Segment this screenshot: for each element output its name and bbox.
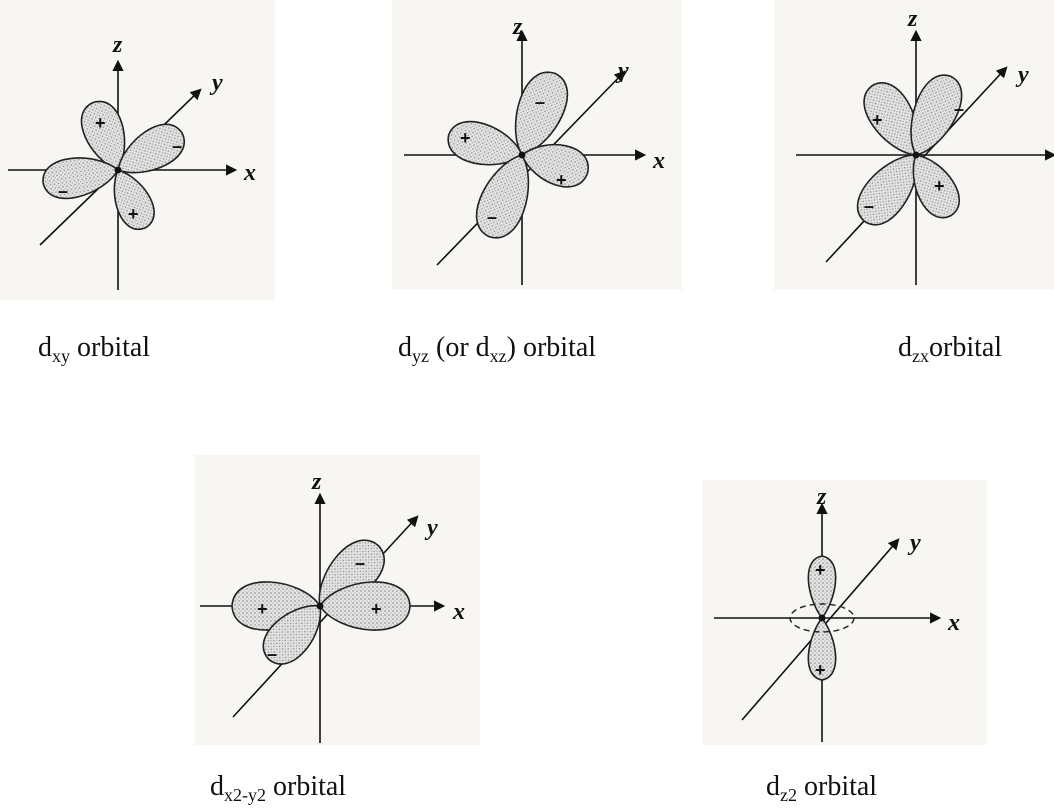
upper-lobe bbox=[807, 555, 837, 620]
z-axis-label: z bbox=[311, 469, 322, 495]
plus-sign: + bbox=[934, 176, 945, 196]
y-axis bbox=[232, 515, 419, 718]
caption-subscript: zx bbox=[912, 346, 929, 366]
z-axis-label: z bbox=[816, 484, 827, 510]
caption-base: d bbox=[210, 771, 224, 802]
y-axis-label: y bbox=[209, 70, 223, 96]
plus-sign: + bbox=[95, 113, 106, 133]
minus-sign: – bbox=[58, 181, 68, 201]
dyz-diagram: – + + – z x y bbox=[392, 0, 682, 290]
x-axis-label: x bbox=[452, 599, 465, 625]
caption-subscript: x2-y2 bbox=[224, 785, 266, 805]
y-axis-label: y bbox=[424, 515, 438, 541]
dz2-diagram: + + z x y bbox=[702, 480, 987, 745]
plus-sign: + bbox=[815, 660, 826, 680]
caption-rest: orbital bbox=[929, 332, 1003, 363]
x-axis-label: x bbox=[243, 160, 256, 186]
plus-sign: + bbox=[872, 110, 883, 130]
caption-subscript: z2 bbox=[780, 785, 797, 805]
torus-ring bbox=[789, 603, 855, 633]
dxy-diagram: + – – + z x y bbox=[0, 0, 275, 300]
caption-base: d bbox=[766, 771, 780, 802]
caption-dyz: dyz (or dxz) orbital bbox=[398, 332, 597, 366]
caption-base: d bbox=[898, 332, 912, 363]
plus-sign: + bbox=[128, 204, 139, 224]
z-axis-label: z bbox=[112, 32, 123, 58]
minus-sign: – bbox=[864, 196, 874, 216]
caption-rest: orbital bbox=[266, 771, 347, 802]
minus-sign: – bbox=[172, 136, 182, 156]
y-axis-label: y bbox=[615, 58, 629, 84]
plus-sign: + bbox=[815, 560, 826, 580]
z-axis-label: z bbox=[907, 6, 918, 32]
caption-subscript: xz bbox=[489, 346, 507, 366]
y-axis-label: y bbox=[907, 530, 921, 556]
caption-rest: orbital bbox=[797, 771, 878, 802]
caption-base: d bbox=[398, 332, 412, 363]
plus-sign: + bbox=[460, 128, 471, 148]
caption-base: d bbox=[38, 332, 52, 363]
plus-sign: + bbox=[371, 599, 382, 619]
y-axis-label: y bbox=[1015, 62, 1029, 88]
minus-sign: – bbox=[267, 644, 277, 664]
caption-dz2: dz2 orbital bbox=[766, 771, 878, 805]
plus-sign: + bbox=[556, 170, 567, 190]
plus-sign: + bbox=[257, 599, 268, 619]
x-axis-label: x bbox=[652, 148, 665, 174]
caption-dx2-y2: dx2-y2 orbital bbox=[210, 771, 347, 805]
minus-sign: – bbox=[355, 553, 365, 573]
caption-subscript: xy bbox=[52, 346, 70, 366]
lower-lobe bbox=[807, 616, 837, 681]
caption-subscript: yz bbox=[412, 346, 429, 366]
z-axis-label: z bbox=[512, 14, 523, 40]
caption-dzx: dzxorbital bbox=[898, 332, 1003, 366]
minus-sign: – bbox=[487, 207, 497, 227]
x-axis-label: x bbox=[947, 610, 960, 636]
caption-mid: (or d bbox=[429, 332, 490, 363]
minus-sign: – bbox=[535, 92, 545, 112]
dzx-diagram: + – – + z y bbox=[774, 0, 1054, 290]
minus-sign: – bbox=[954, 99, 964, 119]
caption-rest: orbital bbox=[70, 332, 151, 363]
caption-rest: ) orbital bbox=[506, 332, 597, 363]
caption-dxy: dxy orbital bbox=[38, 332, 151, 366]
dx2-y2-diagram: + – + – z x y bbox=[195, 455, 480, 745]
